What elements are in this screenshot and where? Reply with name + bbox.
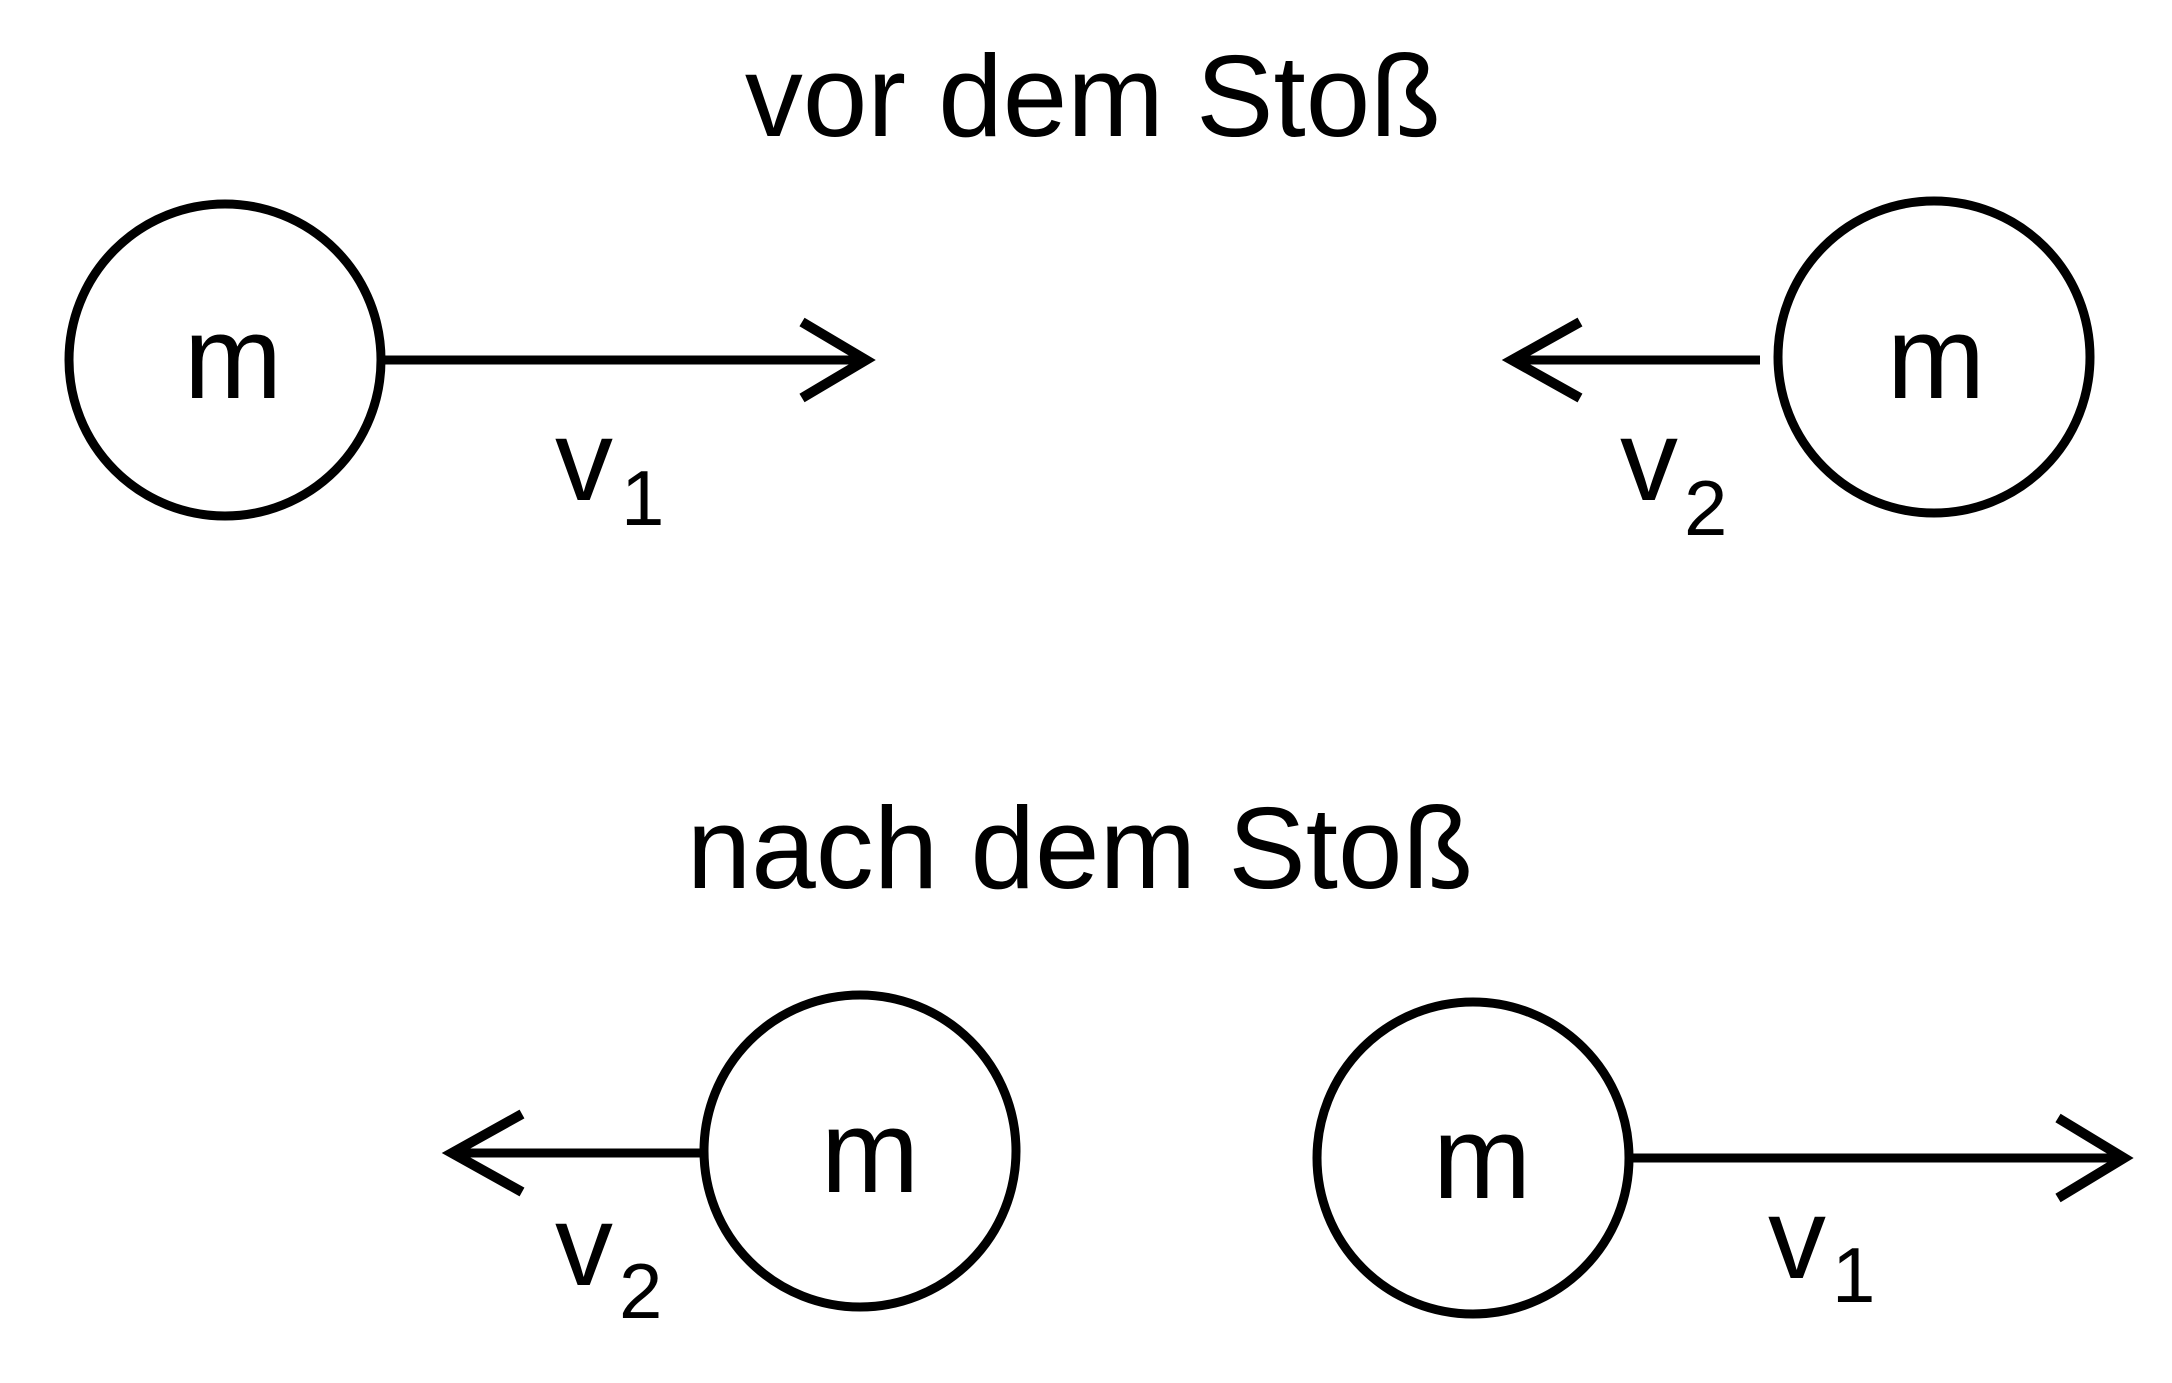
before-right-ball-group: m v2 — [1501, 196, 2095, 552]
velocity-symbol: v — [555, 395, 613, 525]
before-right-velocity-label: v2 — [1620, 395, 1727, 552]
before-left-velocity-arrow-head — [799, 317, 876, 403]
velocity-symbol: v — [1620, 395, 1678, 525]
after-left-velocity-label: v2 — [555, 1180, 662, 1335]
after-collision-panel: nach dem Stoß m v2 m v1 — [441, 783, 2134, 1335]
after-left-ball-group: m v2 — [441, 990, 1021, 1335]
after-title: nach dem Stoß — [687, 783, 1474, 913]
velocity-subscript: 2 — [1684, 464, 1727, 552]
before-right-ball — [1773, 196, 2095, 518]
before-title: vor dem Stoß — [745, 31, 1441, 161]
after-right-mass-label: m — [1433, 1092, 1531, 1224]
after-right-velocity-label: v1 — [1768, 1173, 1875, 1319]
after-right-velocity-arrow-head — [2055, 1113, 2134, 1203]
before-left-mass-label: m — [184, 292, 282, 424]
after-right-ball-group: m v1 — [1312, 997, 2134, 1319]
after-left-velocity-arrow-head — [441, 1109, 525, 1197]
velocity-subscript: 1 — [621, 454, 664, 542]
after-left-mass-label: m — [821, 1086, 919, 1218]
velocity-subscript: 2 — [619, 1247, 662, 1335]
before-right-velocity-arrow-head — [1501, 317, 1583, 403]
velocity-symbol: v — [555, 1180, 613, 1310]
velocity-subscript: 1 — [1832, 1231, 1875, 1319]
velocity-symbol: v — [1768, 1173, 1826, 1303]
before-right-mass-label: m — [1887, 292, 1985, 424]
